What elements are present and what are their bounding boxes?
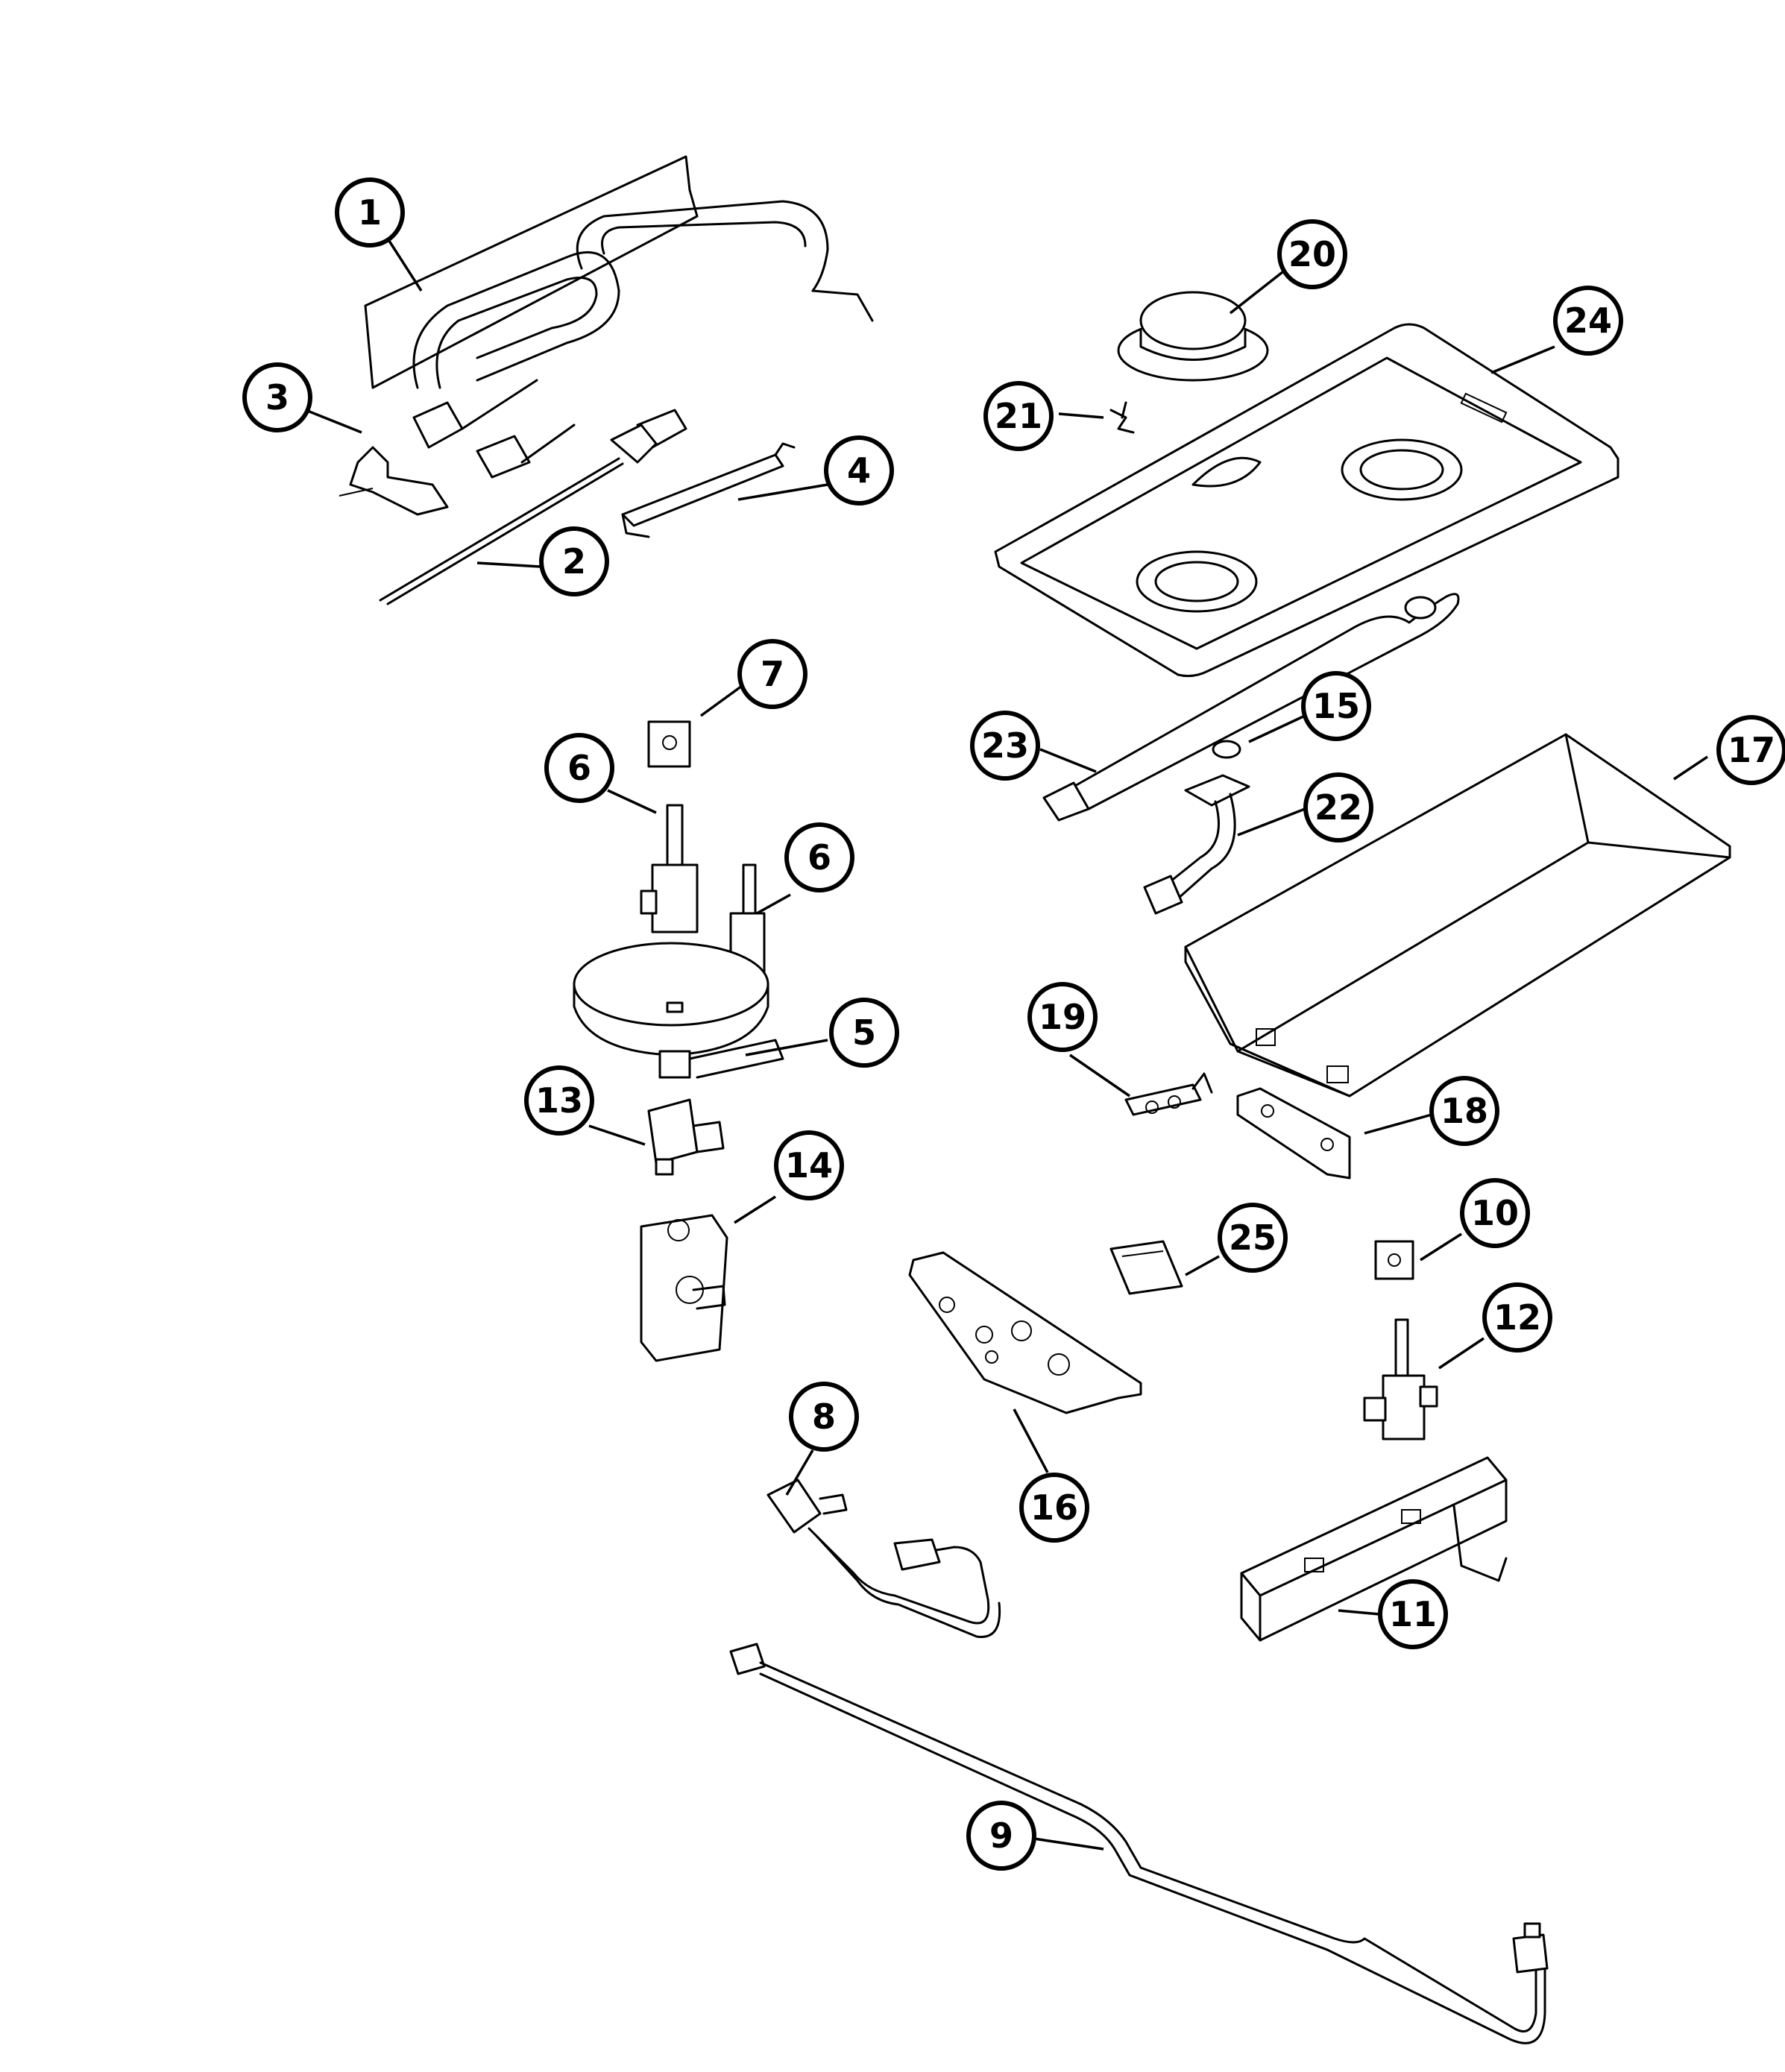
part-clip-7 <box>647 720 691 768</box>
svg-text:12: 12 <box>1493 1297 1541 1338</box>
svg-text:13: 13 <box>535 1080 583 1121</box>
svg-text:1: 1 <box>358 192 382 233</box>
callout-3: 3 <box>242 362 312 432</box>
part-burner-tube-23 <box>1042 593 1460 822</box>
part-plate-16 <box>908 1251 1142 1414</box>
svg-text:2: 2 <box>562 541 586 582</box>
svg-text:11: 11 <box>1389 1594 1437 1634</box>
svg-text:8: 8 <box>812 1396 836 1437</box>
callout-22: 22 <box>1303 772 1373 843</box>
callout-4: 4 <box>824 435 894 506</box>
svg-text:24: 24 <box>1564 300 1612 341</box>
callout-18: 18 <box>1429 1076 1499 1146</box>
svg-text:19: 19 <box>1039 997 1086 1037</box>
callout-7: 7 <box>737 639 808 709</box>
svg-text:7: 7 <box>761 654 784 694</box>
part-box-17 <box>1184 733 1731 1098</box>
callout-25: 25 <box>1218 1203 1288 1273</box>
part-elbow-13 <box>647 1098 725 1176</box>
callout-2: 2 <box>539 526 609 596</box>
callout-19: 19 <box>1027 982 1098 1052</box>
part-clip-21 <box>1109 401 1135 434</box>
svg-text:14: 14 <box>785 1145 833 1185</box>
callout-9: 9 <box>966 1801 1036 1871</box>
svg-text:4: 4 <box>847 450 871 491</box>
callout-23: 23 <box>970 711 1040 781</box>
part-clip-10 <box>1374 1240 1414 1280</box>
callout-11: 11 <box>1378 1579 1448 1649</box>
part-burner-11 <box>1240 1456 1508 1642</box>
svg-text:17: 17 <box>1728 730 1775 770</box>
callout-6b: 6 <box>784 822 854 892</box>
svg-text:25: 25 <box>1229 1218 1276 1258</box>
callout-13: 13 <box>524 1065 594 1136</box>
part-block-25 <box>1109 1240 1183 1295</box>
callout-1: 1 <box>335 177 405 248</box>
svg-text:21: 21 <box>995 396 1042 436</box>
callout-14: 14 <box>774 1130 844 1200</box>
part-bracket-3 <box>339 446 449 516</box>
callout-15: 15 <box>1301 671 1371 741</box>
part-cooktop-24 <box>994 323 1619 678</box>
part-strip-4 <box>621 442 796 538</box>
svg-text:9: 9 <box>989 1816 1013 1856</box>
callout-12: 12 <box>1482 1282 1552 1353</box>
callout-8: 8 <box>789 1382 859 1452</box>
svg-text:18: 18 <box>1441 1091 1488 1131</box>
part-regulator-assembly <box>573 804 784 1079</box>
part-valve-12 <box>1363 1318 1438 1440</box>
part-tube-8 <box>766 1479 1001 1638</box>
callout-5: 5 <box>829 998 899 1068</box>
callout-24: 24 <box>1553 286 1623 356</box>
svg-text:5: 5 <box>852 1013 876 1053</box>
callout-17: 17 <box>1716 715 1785 785</box>
part-rod-2 <box>379 409 687 605</box>
svg-text:6: 6 <box>567 748 591 788</box>
svg-text:3: 3 <box>265 377 289 418</box>
part-bracket-18 <box>1236 1087 1351 1180</box>
part-igniter-19 <box>1124 1072 1213 1116</box>
callout-10: 10 <box>1460 1178 1530 1248</box>
leader-lines <box>305 238 1708 1851</box>
part-ring-15 <box>1212 740 1241 759</box>
svg-text:20: 20 <box>1288 234 1336 274</box>
svg-text:6: 6 <box>808 837 831 878</box>
part-venturi-22 <box>1143 774 1250 915</box>
callout-20: 20 <box>1277 219 1347 289</box>
part-burner-assembly <box>364 155 874 479</box>
svg-text:10: 10 <box>1471 1193 1519 1233</box>
svg-text:16: 16 <box>1030 1487 1078 1528</box>
callout-16: 16 <box>1019 1473 1089 1543</box>
svg-text:15: 15 <box>1312 686 1360 726</box>
part-valve-14 <box>640 1214 728 1362</box>
svg-text:22: 22 <box>1315 787 1362 828</box>
callout-21: 21 <box>983 381 1054 451</box>
callout-6a: 6 <box>544 733 614 803</box>
part-line-9 <box>729 1643 1549 2044</box>
part-cap-20 <box>1117 291 1269 382</box>
svg-text:23: 23 <box>981 725 1029 766</box>
